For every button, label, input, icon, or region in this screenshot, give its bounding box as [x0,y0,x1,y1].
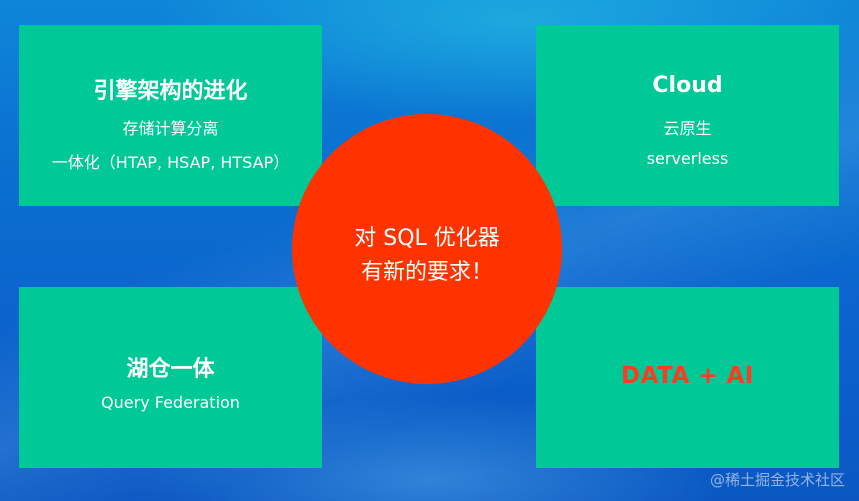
card-line: 云原生 [663,119,712,138]
center-text-line: 有新的要求！ [360,260,493,285]
center-circle: 对 SQL 优化器 有新的要求！ [292,114,562,384]
card-cloud: Cloud 云原生 serverless [536,25,839,206]
card-data-ai: DATA + AI [536,287,839,468]
card-line: Query Federation [101,393,240,412]
card-title: 湖仓一体 [126,357,215,382]
card-line: 存储计算分离 [122,119,219,138]
card-line: 一体化（HTAP, HSAP, HTSAP） [51,153,290,172]
card-title: DATA + AI [621,363,754,389]
center-text-line: 对 SQL 优化器 [354,226,500,251]
card-title: 引擎架构的进化 [93,79,248,104]
card-title: Cloud [652,73,723,98]
watermark: @稀土掘金技术社区 [709,471,845,489]
card-line: serverless [646,149,729,168]
card-engine-architecture: 引擎架构的进化 存储计算分离 一体化（HTAP, HSAP, HTSAP） [19,25,322,206]
card-lakehouse: 湖仓一体 Query Federation [19,287,322,468]
